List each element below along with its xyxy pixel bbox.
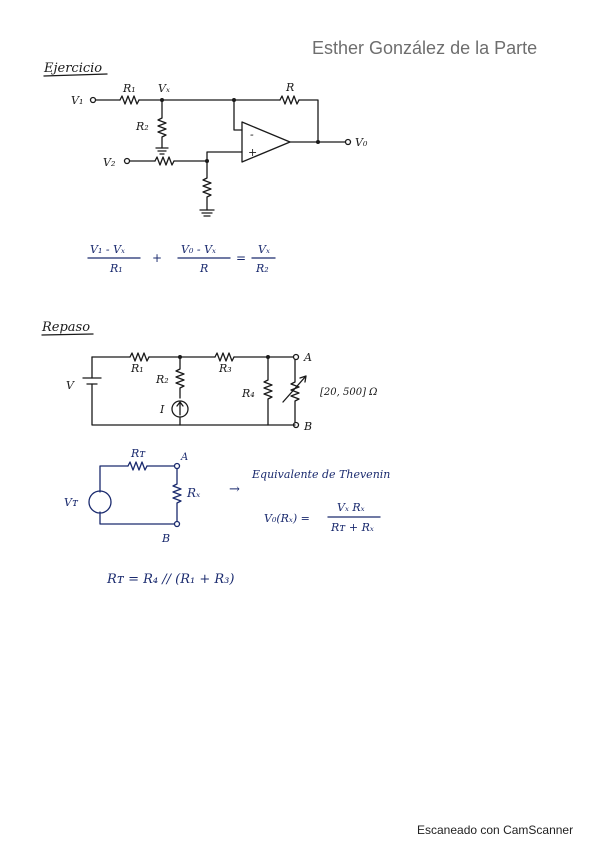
r2-label: R₂ — [135, 120, 149, 133]
equals-operator: = — [236, 251, 246, 265]
vt-source — [88, 490, 112, 514]
v1-label: V₁ — [71, 94, 83, 107]
term3-denominator: R₂ — [255, 262, 269, 275]
thevenin-terminal-b — [173, 520, 181, 528]
vo-rx-numerator: Vₓ Rₓ — [337, 501, 365, 514]
exercise-heading: Ejercicio — [43, 61, 102, 76]
plus-operator: + — [152, 251, 162, 265]
variable-resistor — [290, 359, 300, 423]
thevenin-title: Equivalente de Thevenin — [251, 468, 390, 481]
term1-denominator: R₁ — [109, 262, 123, 275]
r2-label: R₂ — [155, 373, 169, 386]
kcl-equation: V₁ - Vₓ R₁ + V₀ - Vₓ R = Vₓ R₂ — [87, 243, 276, 275]
author-name: Esther González de la Parte — [312, 38, 538, 58]
r1-label: R₁ — [130, 362, 144, 375]
vt-label: Vᴛ — [64, 496, 79, 509]
vo-rx-lhs: V₀(Rₓ) = — [264, 512, 310, 525]
term2-denominator: R — [199, 262, 208, 275]
scanner-watermark: Escaneado con CamScanner — [417, 823, 574, 837]
v2-resistor — [154, 156, 175, 166]
opamp-circuit: V₁ R₁ Vₓ R₂ R V₂ V₀ - + — [71, 81, 368, 217]
r1-resistor — [119, 95, 140, 105]
ground-resistor — [202, 160, 212, 211]
v2-label: V₂ — [103, 156, 115, 169]
minus-input-sign: - — [250, 128, 254, 141]
v-label: V — [66, 379, 75, 392]
v1-terminal — [89, 96, 97, 104]
vo-terminal — [344, 138, 352, 146]
term2-numerator: V₀ - Vₓ — [181, 243, 216, 256]
r1-resistor — [129, 352, 150, 362]
vo-label: V₀ — [355, 136, 368, 149]
thevenin-terminal-a — [173, 462, 181, 470]
r-label: R — [285, 81, 294, 94]
opamp-triangle — [241, 121, 291, 163]
heading-underline — [41, 333, 94, 336]
heading-underline — [43, 73, 108, 77]
v2-terminal — [123, 157, 131, 165]
thevenin-b-label: B — [161, 532, 170, 545]
right-arrow: → — [229, 482, 240, 497]
rx-label: Rₓ — [186, 486, 201, 500]
terminal-b — [292, 421, 300, 429]
thevenin-a-label: A — [180, 452, 188, 463]
bridge-circuit: V R₁ R₃ R₂ R₄ I A B [20, 500] Ω — [66, 351, 377, 433]
r4-label: R₄ — [241, 387, 255, 400]
current-arrow-icon — [176, 401, 184, 416]
r-feedback-resistor — [279, 95, 300, 105]
thevenin-circuit: Rᴛ Vᴛ Rₓ A B → Equivalente de Thevenin V… — [64, 447, 390, 545]
vo-rx-denominator: Rᴛ + Rₓ — [330, 521, 374, 534]
vx-label: Vₓ — [158, 82, 170, 95]
rt-resistor — [127, 461, 148, 471]
range-label: [20, 500] Ω — [320, 387, 377, 398]
rx-resistor — [172, 468, 182, 522]
terminal-a — [292, 353, 300, 361]
r2-resistor — [175, 356, 185, 399]
review-heading: Repaso — [41, 320, 90, 335]
i-label: I — [159, 403, 165, 416]
a-label: A — [303, 351, 312, 364]
r3-resistor — [214, 352, 235, 362]
variable-arrow-icon — [282, 375, 307, 403]
battery-symbol — [82, 377, 102, 385]
r2-resistor — [157, 99, 167, 149]
rt-label: Rᴛ — [130, 447, 146, 460]
term3-numerator: Vₓ — [258, 243, 270, 256]
plus-input-sign: + — [248, 146, 257, 159]
r2-ground — [155, 147, 169, 155]
r3-label: R₃ — [218, 362, 232, 375]
b-label: B — [303, 420, 312, 433]
term1-numerator: V₁ - Vₓ — [90, 243, 125, 256]
r4-resistor — [263, 356, 273, 426]
review-section: Repaso — [41, 320, 390, 587]
r1-label: R₁ — [122, 82, 136, 95]
exercise-section: Ejercicio — [43, 61, 368, 275]
rt-formula: Rᴛ = R₄ // (R₁ + R₃) — [106, 572, 234, 587]
ground-symbol — [199, 209, 215, 217]
